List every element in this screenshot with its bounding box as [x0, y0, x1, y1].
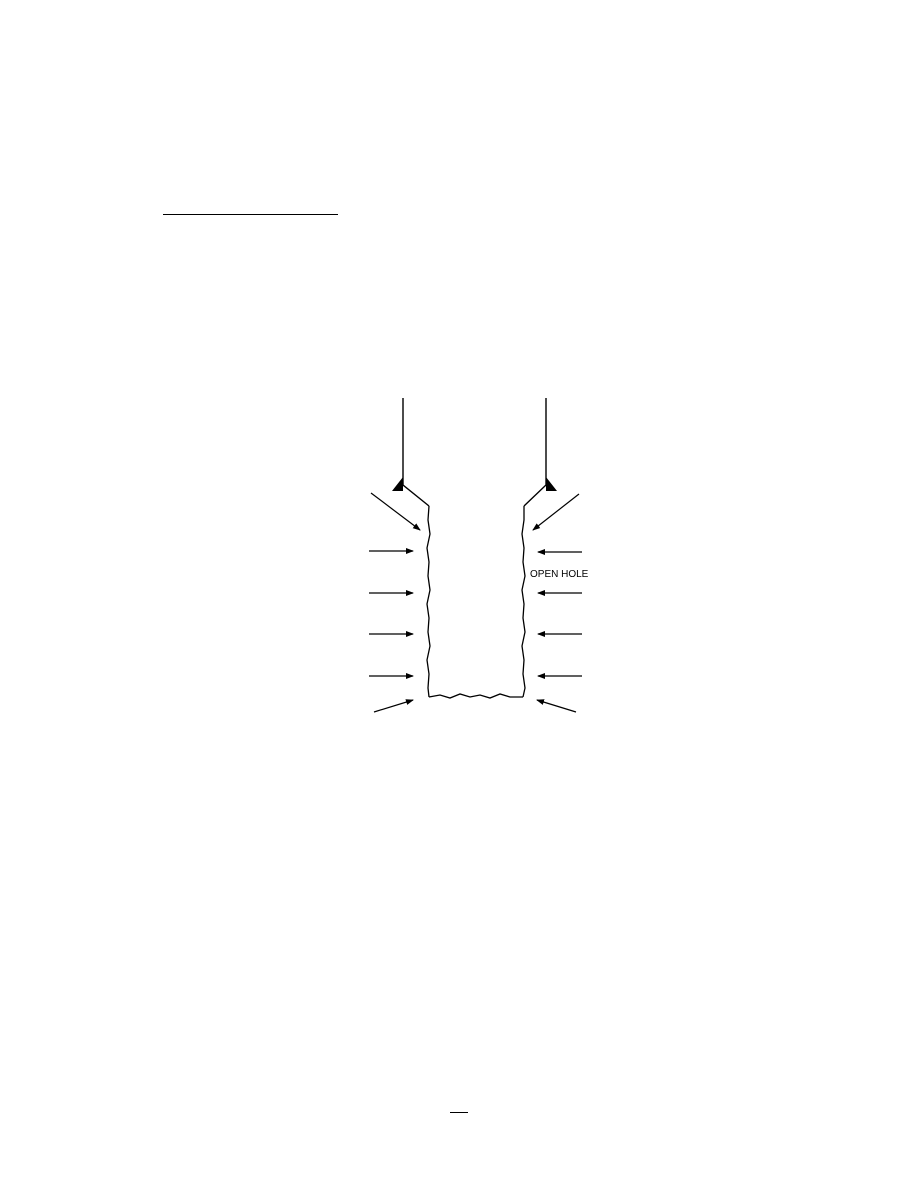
inflow-arrow	[536, 699, 577, 713]
open-hole-bottom	[428, 693, 523, 699]
inflow-arrow	[532, 493, 580, 531]
right-casing-shoe	[546, 477, 557, 491]
left-casing-shoe	[392, 477, 403, 491]
open-hole-label: OPEN HOLE	[530, 569, 589, 580]
right-casing-wall	[523, 398, 547, 507]
open-hole-right-wall	[521, 506, 526, 698]
inflow-arrow	[373, 699, 414, 713]
inflow-arrow	[370, 492, 421, 531]
open-hole-left-wall	[426, 505, 431, 698]
left-casing-wall	[402, 398, 430, 507]
page-number-rule	[450, 1112, 468, 1113]
heading-underline	[163, 214, 338, 215]
